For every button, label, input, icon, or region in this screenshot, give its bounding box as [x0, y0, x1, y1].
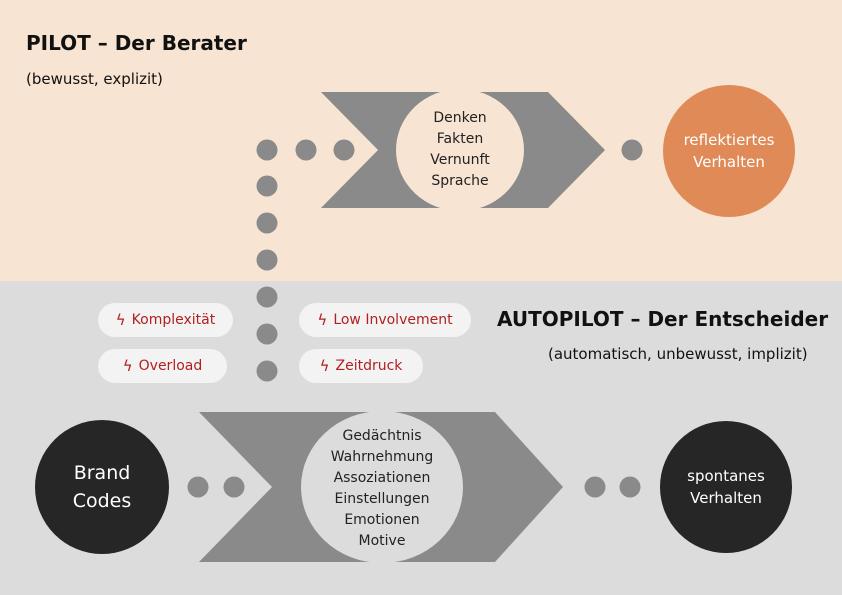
factor-label: Low Involvement: [333, 312, 453, 328]
process-item: Fakten: [436, 131, 484, 147]
top-outcome-circle: [663, 85, 795, 217]
flow-dot: [223, 476, 245, 498]
pilot-title: PILOT – Der Berater: [26, 31, 247, 55]
factor-label: Komplexität: [131, 312, 216, 328]
process-item: Wahrnehmung: [330, 449, 434, 465]
source-line: Codes: [72, 490, 132, 512]
process-item: Einstellungen: [334, 491, 430, 507]
bottom-outcome-circle: [660, 421, 792, 553]
brand-codes-circle: [35, 420, 169, 554]
flow-dot: [256, 139, 278, 161]
flow-dot: [295, 139, 317, 161]
process-item: Gedächtnis: [342, 428, 422, 444]
flow-dot: [619, 476, 641, 498]
lightning-icon: ϟ: [122, 357, 133, 375]
lightning-icon: ϟ: [317, 311, 328, 329]
factor-pill-komplexitaet: ϟ Komplexität: [98, 303, 233, 337]
lightning-icon: ϟ: [115, 311, 126, 329]
outcome-line: reflektiertes: [683, 131, 775, 149]
bottom-process-ellipse: [301, 411, 463, 563]
flow-dot: [256, 323, 278, 345]
top-process-labels: Denken Fakten Vernunft Sprache: [410, 108, 510, 192]
brand-codes-label: Brand Codes: [35, 420, 169, 554]
process-item: Motive: [358, 533, 406, 549]
outcome-line: Verhalten: [693, 153, 765, 171]
flow-dot: [621, 139, 643, 161]
factor-label: Zeitdruck: [335, 358, 403, 374]
flow-dot: [187, 476, 209, 498]
autopilot-title: AUTOPILOT – Der Entscheider: [497, 307, 829, 331]
pilot-subtitle: (bewusst, explizit): [26, 70, 163, 88]
autopilot-subtitle: (automatisch, unbewusst, implizit): [548, 345, 808, 363]
lightning-icon: ϟ: [319, 357, 330, 375]
flow-dot: [256, 360, 278, 382]
factor-pill-zeitdruck: ϟ Zeitdruck: [299, 349, 423, 383]
process-item: Sprache: [431, 173, 489, 189]
process-item: Assoziationen: [333, 470, 431, 486]
factor-pill-overload: ϟ Overload: [98, 349, 227, 383]
bottom-process-labels: Gedächtnis Wahrnehmung Assoziationen Ein…: [322, 426, 442, 552]
source-line: Brand: [73, 462, 131, 484]
flow-dot: [584, 476, 606, 498]
process-item: Denken: [433, 110, 487, 126]
outcome-line: spontanes: [687, 467, 765, 485]
outcome-line: Verhalten: [690, 489, 762, 507]
top-process-ellipse: [396, 89, 524, 211]
flow-dot: [256, 212, 278, 234]
factor-pill-low-involvement: ϟ Low Involvement: [299, 303, 471, 337]
flow-dot: [333, 139, 355, 161]
factor-label: Overload: [138, 358, 203, 374]
flow-dot: [256, 249, 278, 271]
flow-dot: [256, 175, 278, 197]
top-outcome-label: reflektiertes Verhalten: [663, 85, 795, 217]
bottom-outcome-label: spontanes Verhalten: [660, 421, 792, 553]
process-item: Vernunft: [430, 152, 490, 168]
flow-dot: [256, 286, 278, 308]
process-item: Emotionen: [344, 512, 420, 528]
